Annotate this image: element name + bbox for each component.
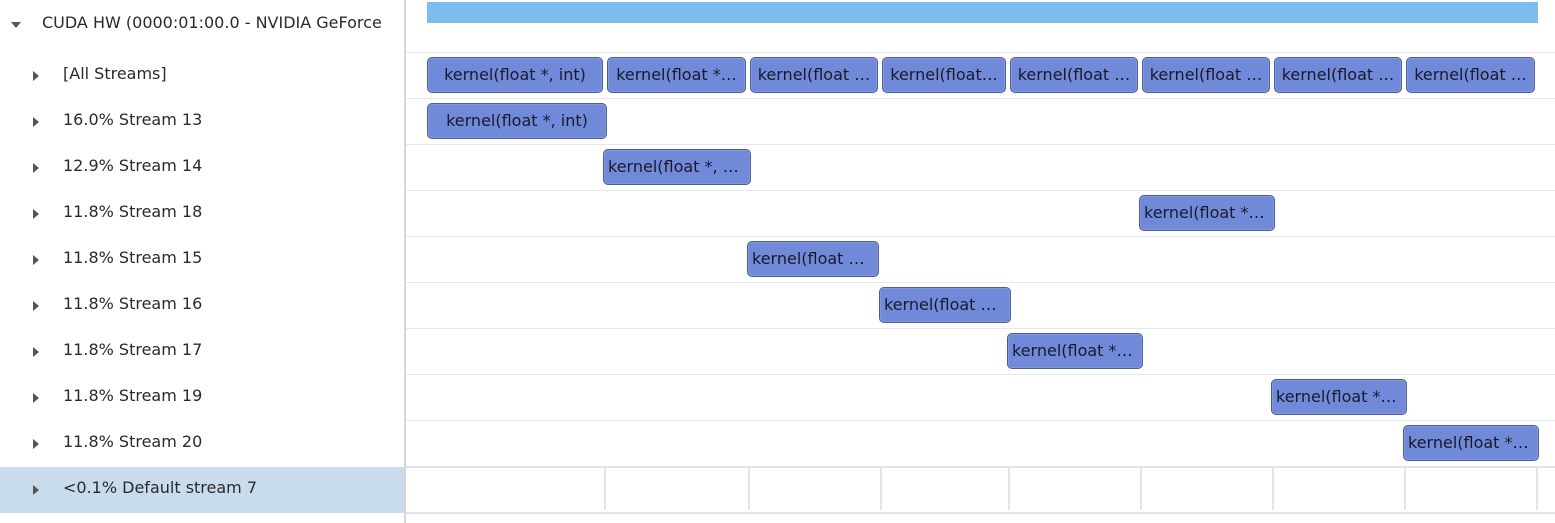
tree-row-stream-13[interactable]: 16.0% Stream 13 — [0, 99, 404, 145]
kernel-boundary-tick — [604, 468, 606, 510]
tree-row-label: 11.8% Stream 17 — [63, 340, 203, 359]
kernel-block[interactable]: kernel(float … — [1406, 57, 1535, 93]
kernel-block-stream-19[interactable]: kernel(float *… — [1271, 379, 1407, 415]
row-divider — [406, 420, 1555, 421]
kernel-block-stream-15[interactable]: kernel(float … — [747, 241, 879, 277]
kernel-block-stream-18[interactable]: kernel(float *… — [1139, 195, 1275, 231]
triangle-right-icon[interactable] — [33, 209, 39, 219]
kernel-block[interactable]: kernel(float *… — [607, 57, 746, 93]
row-divider — [406, 512, 1555, 514]
triangle-right-icon[interactable] — [33, 163, 39, 173]
tree-row-label: 11.8% Stream 19 — [63, 386, 203, 405]
tree-row-label: 11.8% Stream 16 — [63, 294, 203, 313]
tree-row-cuda-hw[interactable]: CUDA HW (0000:01:00.0 - NVIDIA GeForce — [0, 2, 404, 48]
triangle-right-icon[interactable] — [33, 301, 39, 311]
kernel-block[interactable]: kernel(float … — [1274, 57, 1402, 93]
row-divider — [406, 282, 1555, 283]
tree-row-stream-18[interactable]: 11.8% Stream 18 — [0, 191, 404, 237]
row-divider — [406, 374, 1555, 375]
tree-row-label: CUDA HW (0000:01:00.0 - NVIDIA GeForce — [42, 13, 382, 32]
kernel-block[interactable]: kernel(float … — [1010, 57, 1138, 93]
tree-row-label: <0.1% Default stream 7 — [63, 478, 258, 497]
triangle-right-icon[interactable] — [33, 393, 39, 403]
kernel-boundary-tick — [1536, 468, 1538, 510]
kernel-block-stream-13[interactable]: kernel(float *, int) — [427, 103, 607, 139]
timeline-tree-panel: CUDA HW (0000:01:00.0 - NVIDIA GeForce [… — [0, 0, 406, 523]
triangle-down-icon[interactable] — [11, 22, 21, 28]
kernel-block[interactable]: kernel(float … — [1142, 57, 1270, 93]
tree-row-label: 16.0% Stream 13 — [63, 110, 203, 129]
kernel-boundary-tick — [1404, 468, 1406, 510]
kernel-boundary-tick — [1008, 468, 1010, 510]
tree-row-default-stream-7[interactable]: <0.1% Default stream 7 — [0, 467, 404, 513]
row-divider — [406, 98, 1555, 99]
row-divider — [406, 144, 1555, 145]
kernel-block-stream-17[interactable]: kernel(float *… — [1007, 333, 1143, 369]
kernel-block-stream-16[interactable]: kernel(float … — [879, 287, 1011, 323]
tree-row-stream-17[interactable]: 11.8% Stream 17 — [0, 329, 404, 375]
kernel-boundary-tick — [1140, 468, 1142, 510]
kernel-boundary-tick — [1272, 468, 1274, 510]
tree-row-stream-15[interactable]: 11.8% Stream 15 — [0, 237, 404, 283]
row-divider — [406, 190, 1555, 191]
row-divider — [406, 52, 1555, 53]
kernel-block-stream-20[interactable]: kernel(float *… — [1403, 425, 1539, 461]
tree-row-stream-14[interactable]: 12.9% Stream 14 — [0, 145, 404, 191]
cuda-hw-activity-bar[interactable] — [427, 2, 1538, 23]
row-divider — [406, 328, 1555, 329]
triangle-right-icon[interactable] — [33, 347, 39, 357]
tree-row-label: 12.9% Stream 14 — [63, 156, 203, 175]
triangle-right-icon[interactable] — [33, 439, 39, 449]
tree-row-all-streams[interactable]: [All Streams] — [0, 53, 404, 99]
kernel-block[interactable]: kernel(float… — [882, 57, 1006, 93]
kernel-block[interactable]: kernel(float … — [750, 57, 878, 93]
kernel-boundary-tick — [748, 468, 750, 510]
kernel-boundary-tick — [880, 468, 882, 510]
timeline-canvas[interactable]: kernel(float *, int) kernel(float *… ker… — [406, 0, 1555, 523]
triangle-right-icon[interactable] — [33, 485, 39, 495]
tree-row-stream-16[interactable]: 11.8% Stream 16 — [0, 283, 404, 329]
kernel-block-stream-14[interactable]: kernel(float *, … — [603, 149, 751, 185]
tree-row-label: 11.8% Stream 15 — [63, 248, 203, 267]
row-divider — [406, 466, 1555, 468]
triangle-right-icon[interactable] — [33, 255, 39, 265]
triangle-right-icon[interactable] — [33, 117, 39, 127]
tree-row-label: [All Streams] — [63, 64, 167, 83]
tree-row-stream-20[interactable]: 11.8% Stream 20 — [0, 421, 404, 467]
tree-row-label: 11.8% Stream 18 — [63, 202, 203, 221]
row-divider — [406, 236, 1555, 237]
tree-row-label: 11.8% Stream 20 — [63, 432, 203, 451]
kernel-block[interactable]: kernel(float *, int) — [427, 57, 603, 93]
triangle-right-icon[interactable] — [33, 71, 39, 81]
tree-row-stream-19[interactable]: 11.8% Stream 19 — [0, 375, 404, 421]
